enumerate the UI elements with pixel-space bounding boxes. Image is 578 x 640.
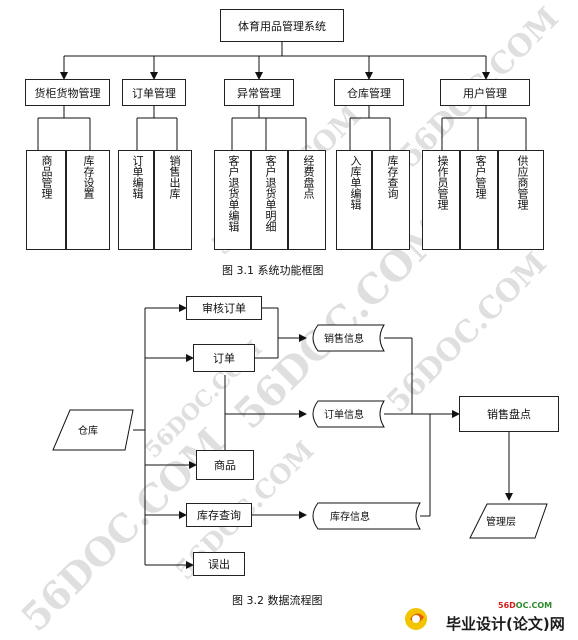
child-goods-management: 商品管理 [26, 150, 66, 250]
module-user-management: 用户管理 [440, 79, 530, 106]
child-stock-settings: 库存设置 [66, 150, 110, 250]
figure-caption: 图 3.2 数据流程图 [232, 594, 323, 607]
error-out-node: 误出 [193, 552, 245, 576]
manager-node: 管理层 [486, 515, 516, 528]
audit-order-node: 审核订单 [186, 296, 262, 320]
child-stock-query: 库存查询 [372, 150, 410, 250]
sales-count-node: 销售盘点 [459, 396, 559, 432]
child-supplier-management: 供应商管理 [498, 150, 544, 250]
goods-node: 商品 [196, 450, 254, 480]
figure-caption: 图 3.1 系统功能框图 [222, 264, 324, 277]
child-order-edit: 订单编辑 [118, 150, 154, 250]
order-node: 订单 [193, 344, 255, 372]
child-sales-out: 销售出库 [154, 150, 192, 250]
logo-text: 毕业设计(论文)网 [446, 615, 565, 633]
child-return-edit: 客户退货单编辑 [214, 150, 251, 250]
module-order-management: 订单管理 [122, 79, 186, 106]
child-inbound-edit: 入库单编辑 [336, 150, 372, 250]
child-expense-count: 经费盘点 [288, 150, 326, 250]
warehouse-node: 仓库 [78, 424, 98, 437]
module-exception-management: 异常管理 [224, 79, 294, 106]
child-return-detail: 客户退货单明细 [251, 150, 288, 250]
logo-mark-icon [405, 608, 427, 630]
site-logo: 56DOC.COM 毕业设计(论文)网 [398, 601, 576, 633]
sales-info-store: 销售信息 [324, 332, 364, 345]
logo-url: 56DOC.COM [498, 601, 553, 610]
child-customer-management: 客户管理 [460, 150, 498, 250]
stock-query-node: 库存查询 [186, 503, 252, 527]
order-info-store: 订单信息 [324, 408, 364, 421]
module-warehouse-management: 仓库管理 [334, 79, 404, 106]
module-cargo-management: 货柜货物管理 [25, 79, 110, 106]
root-node: 体育用品管理系统 [220, 9, 344, 42]
stock-info-store: 库存信息 [330, 510, 370, 523]
child-operator-management: 操作员管理 [422, 150, 460, 250]
